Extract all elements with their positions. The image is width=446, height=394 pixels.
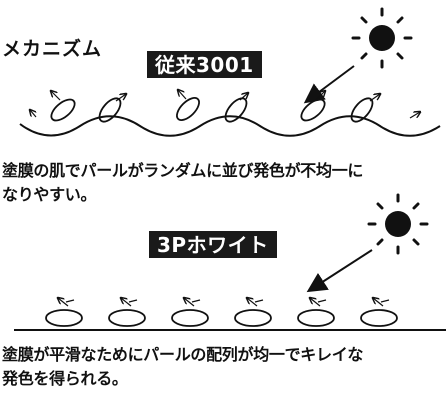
pearl-flake — [224, 93, 251, 123]
label-conventional: 従来3001 — [147, 51, 262, 78]
light-arrow-bottom — [306, 249, 373, 293]
pearl-flake — [350, 94, 380, 123]
pearl-flake — [176, 90, 200, 121]
sun-icon-top — [351, 7, 413, 69]
description-conventional-line1: 塗膜の肌でパールがランダムに並び発色が不均一に — [2, 161, 364, 180]
light-arrow-top — [303, 65, 355, 104]
aligned-pearls — [45, 298, 398, 327]
description-conventional: 塗膜の肌でパールがランダムに並び発色が不均一に なりやすい。 — [2, 159, 363, 207]
wavy-surface — [19, 115, 441, 137]
pearl-flake — [360, 298, 398, 327]
pearl-flake — [234, 298, 272, 327]
description-3p-white-line1: 塗膜が平滑なためにパールの配列が均一でキレイな — [2, 345, 364, 364]
description-conventional-line2: なりやすい。 — [2, 185, 97, 204]
random-pearls — [30, 90, 420, 123]
pearl-flake — [108, 298, 146, 327]
diagram-title: メカニズム — [2, 38, 103, 60]
label-3p-white: 3Pホワイト — [149, 231, 277, 258]
pearl-flake — [300, 91, 328, 122]
pearl-flake — [297, 298, 335, 327]
pearl-flake — [48, 91, 76, 122]
pearl-flake — [98, 94, 126, 123]
pearl-flake — [45, 298, 83, 327]
description-3p-white: 塗膜が平滑なためにパールの配列が均一でキレイな 発色を得られる。 — [2, 343, 363, 391]
sun-icon-bottom — [367, 193, 429, 255]
description-3p-white-line2: 発色を得られる。 — [2, 369, 128, 388]
pearl-flake — [171, 298, 209, 327]
